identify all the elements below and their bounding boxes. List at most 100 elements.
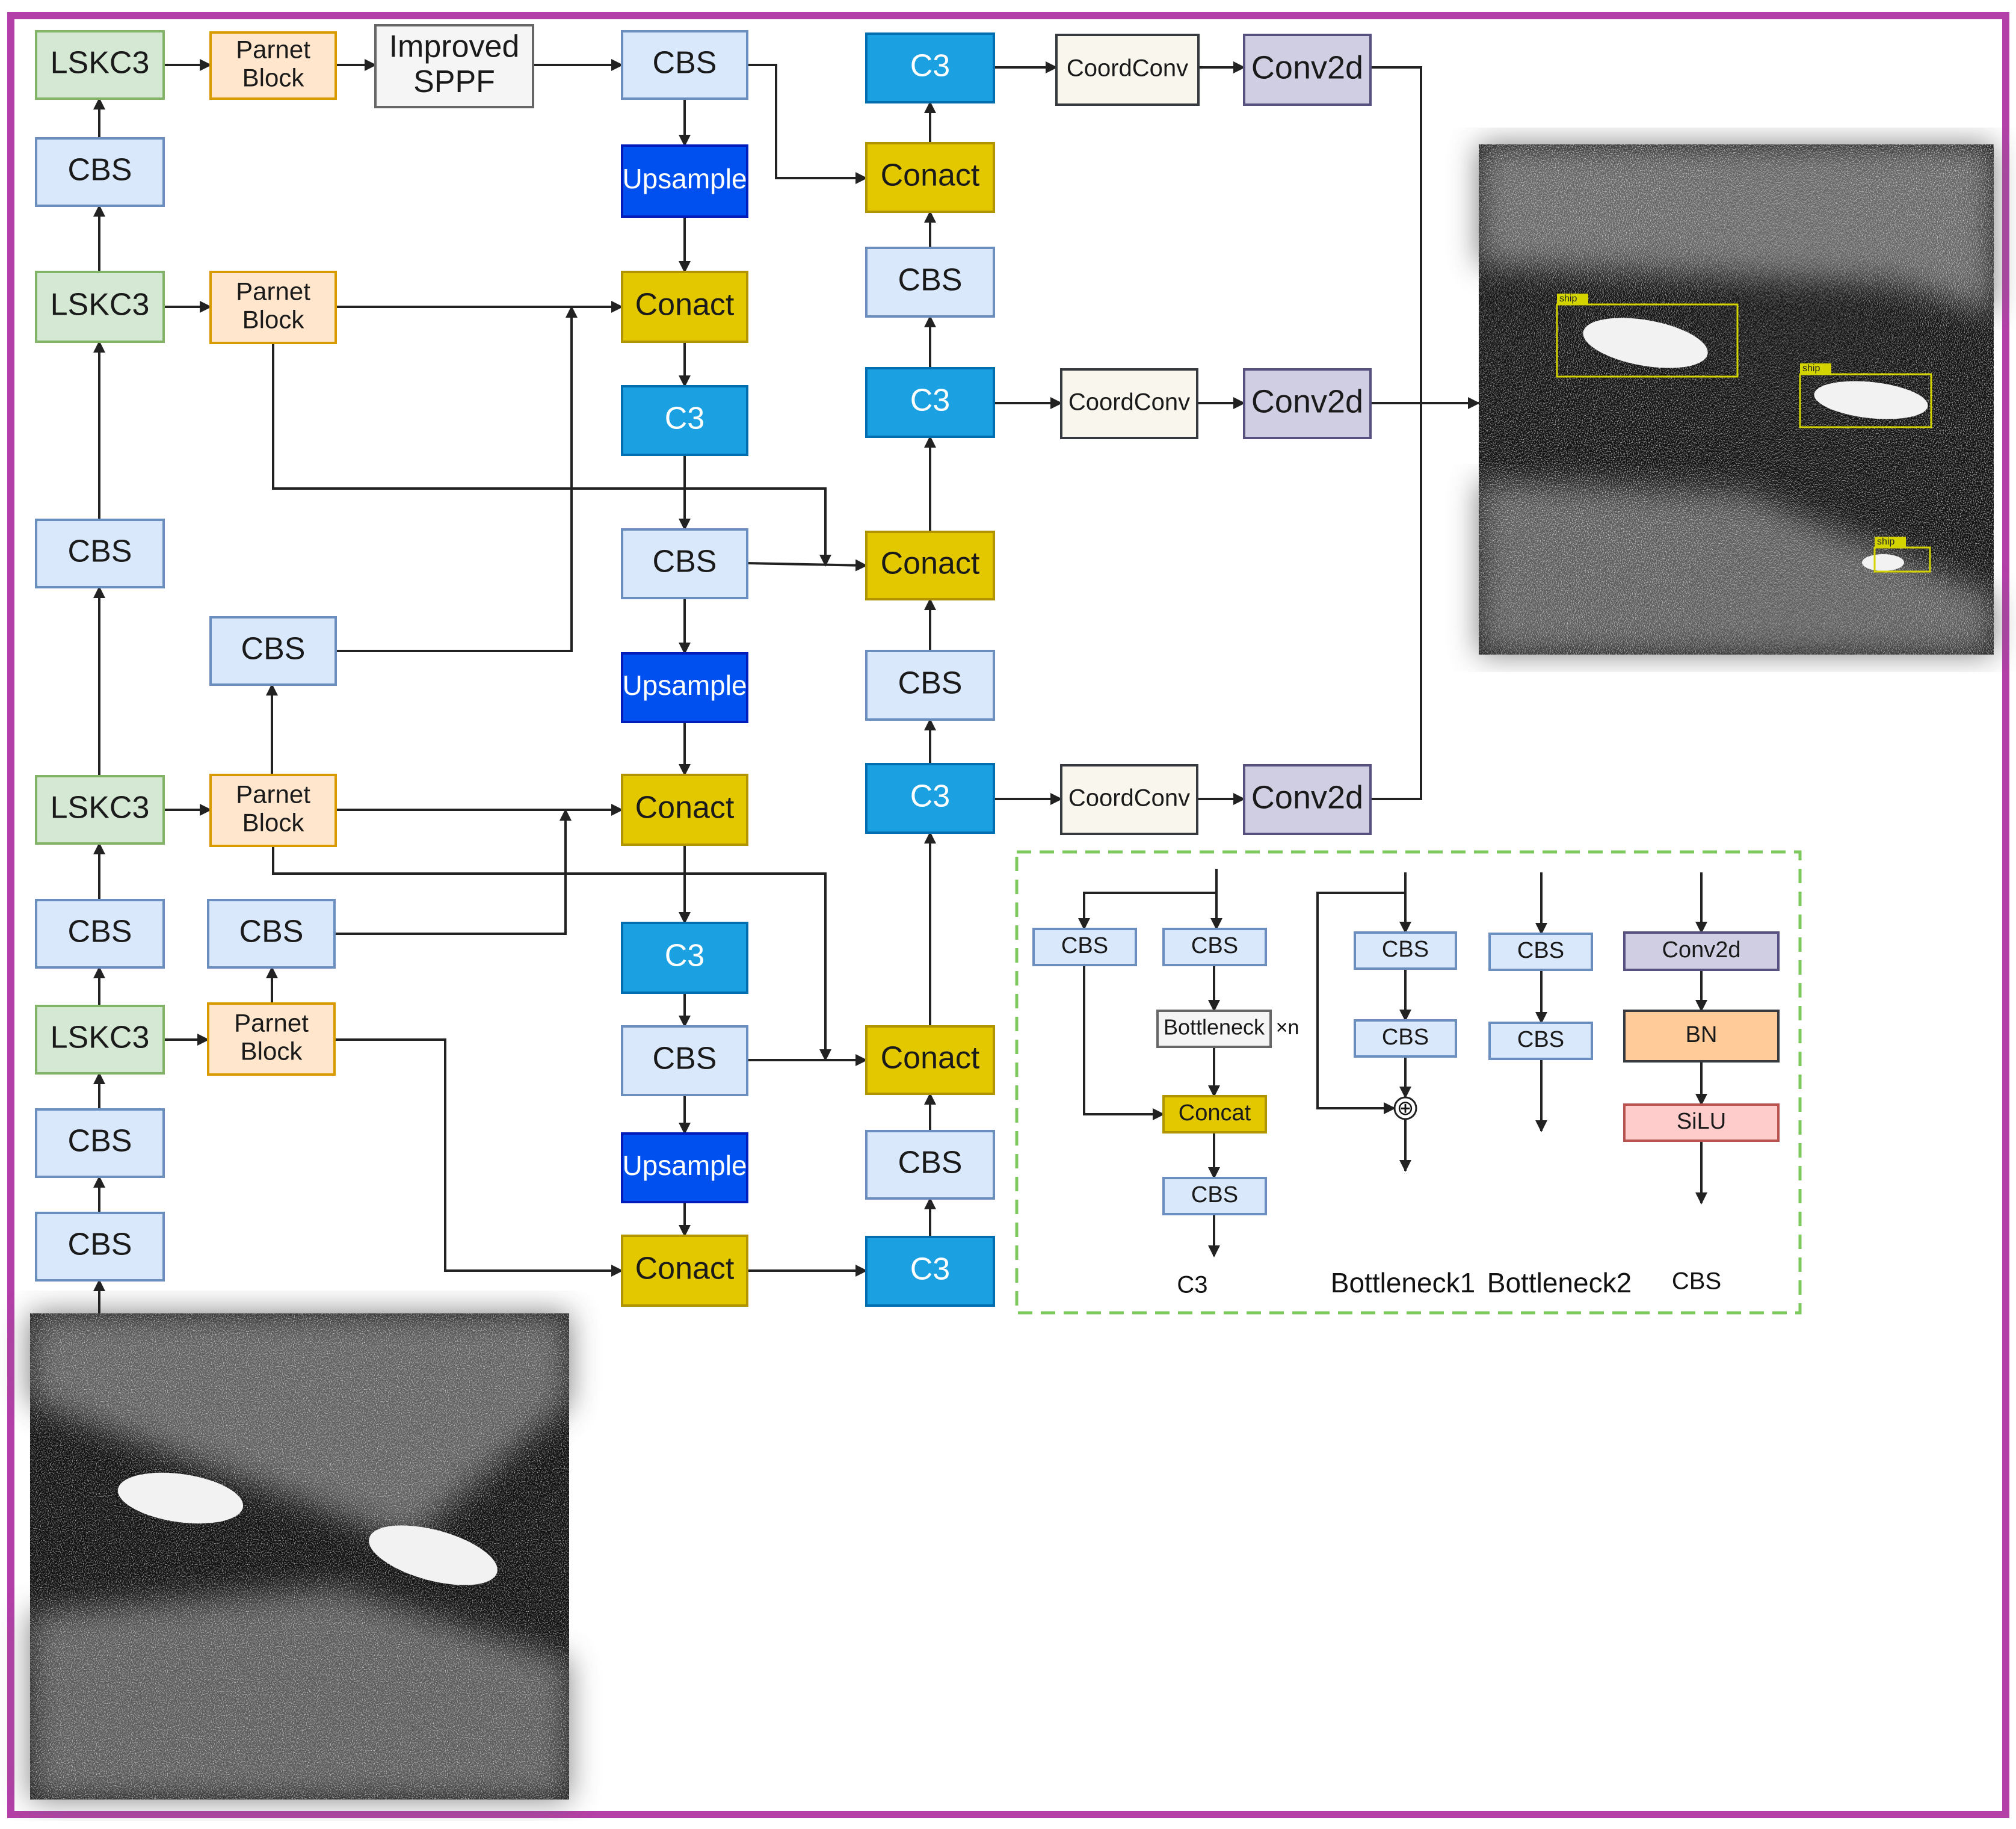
legend-b1-cbs-1: CBS — [1354, 931, 1457, 970]
upsample-node-1: Upsample — [621, 144, 748, 218]
arrow-34 — [272, 846, 831, 1061]
legend-cbs-caption: CBS — [1672, 1268, 1721, 1295]
legend-bottleneck-box: Bottleneck — [1156, 1010, 1272, 1048]
legend-c3-cbs-left-label: CBS — [1061, 933, 1108, 958]
neck-concat-3: Conact — [621, 1235, 748, 1307]
pan-c3-2-label: C3 — [910, 383, 950, 418]
output-merge-bus — [1370, 66, 1422, 800]
legend-bottleneck1-caption: Bottleneck1 — [1331, 1267, 1475, 1298]
lskc3-node-2-label: LSKC3 — [51, 288, 150, 322]
add-icon: ⊕ — [1397, 1097, 1414, 1120]
neck-concat-1-label: Conact — [635, 288, 735, 322]
legend-add-circle — [1393, 1096, 1417, 1120]
input-sar-image — [30, 1313, 569, 1800]
lskc3-node-1: LSKC3 — [35, 30, 165, 100]
lskc3-node-4-label: LSKC3 — [51, 1020, 150, 1055]
parnet-block-4-label-1: Parnet — [234, 1009, 309, 1037]
pan-concat-3: Conact — [865, 142, 995, 213]
backbone-cbs-1-label: CBS — [68, 153, 132, 188]
arrow-33 — [272, 343, 831, 567]
legend-cbs-silu-label: SiLU — [1677, 1109, 1726, 1134]
legend-cbs-conv2d-label: Conv2d — [1662, 937, 1741, 963]
lskc3-node-1-label: LSKC3 — [51, 46, 150, 81]
legend-b1-cbs-1-label: CBS — [1382, 937, 1429, 962]
backbone-cbs-5-label: CBS — [68, 1227, 132, 1262]
legend-b1-cbs-2-label: CBS — [1382, 1025, 1429, 1050]
backbone-cbs-4-label: CBS — [68, 1124, 132, 1159]
legend-bottleneck2-caption: Bottleneck2 — [1487, 1267, 1632, 1298]
neck-c3-1-label: C3 — [665, 401, 704, 436]
pan-concat-2: Conact — [865, 531, 995, 600]
upsample-node-2-label: Upsample — [622, 670, 747, 701]
neck-c3-2-label: C3 — [665, 939, 704, 973]
pan-c3-bottom-label: C3 — [910, 1252, 950, 1287]
pan-cbs-2-label: CBS — [898, 666, 963, 701]
upsample-node-3: Upsample — [621, 1132, 748, 1203]
backbone-cbs-2: CBS — [35, 519, 165, 588]
coordconv-1: CoordConv — [1055, 34, 1200, 106]
pan-c3-1-label: C3 — [910, 779, 950, 814]
parnet-block-4-label-2: Block — [241, 1037, 303, 1066]
arrow-37 — [747, 64, 868, 184]
legend-c3-concat: Concat — [1162, 1095, 1267, 1133]
pan-cbs-3-label: CBS — [898, 263, 963, 298]
lskc3-node-4: LSKC3 — [35, 1005, 165, 1075]
upsample-node-3-label: Upsample — [622, 1150, 747, 1181]
conv2d-3-label: Conv2d — [1251, 779, 1363, 815]
neck-c3-1: C3 — [621, 385, 748, 456]
conv2d-2: Conv2d — [1243, 368, 1372, 439]
neck-concat-2-label: Conact — [635, 791, 735, 825]
conv2d-1: Conv2d — [1243, 34, 1372, 106]
backbone-cbs-4: CBS — [35, 1108, 165, 1178]
conv2d-3: Conv2d — [1243, 764, 1372, 835]
legend-b1-cbs-2: CBS — [1354, 1019, 1457, 1058]
backbone-cbs-5: CBS — [35, 1212, 165, 1282]
pan-c3-3-label: C3 — [910, 49, 950, 84]
legend-c3-concat-label: Concat — [1179, 1100, 1251, 1126]
arrow-32 — [334, 1038, 623, 1277]
parnet-block-1-label-1: Parnet — [236, 35, 310, 64]
coordconv-1-label: CoordConv — [1067, 55, 1188, 82]
legend-b2-cbs-2: CBS — [1488, 1022, 1593, 1060]
parnet-cbs-a: CBS — [209, 616, 337, 686]
parnet-block-2-label-2: Block — [242, 306, 305, 334]
parnet-block-2-label-1: Parnet — [236, 277, 310, 306]
parnet-block-3-label-1: Parnet — [236, 780, 310, 809]
arrow-59 — [1083, 965, 1165, 1120]
backbone-cbs-3-label: CBS — [68, 914, 132, 949]
pan-concat-1-label: Conact — [881, 1041, 980, 1076]
coordconv-3: CoordConv — [1060, 764, 1198, 835]
pan-concat-3-label: Conact — [881, 158, 980, 193]
coordconv-3-label: CoordConv — [1068, 785, 1190, 812]
conv2d-2-label: Conv2d — [1251, 383, 1363, 419]
ship-detection-1: ship — [1556, 294, 1739, 378]
arrow-63 — [1316, 892, 1405, 1114]
node-layer: LSKC3CBSLSKC3CBSLSKC3CBSLSKC3CBSCBSParne… — [35, 24, 1780, 1307]
arrow-56 — [1078, 892, 1216, 930]
edge-layer — [93, 59, 1707, 1313]
legend-c3-cbs-right-label: CBS — [1191, 933, 1238, 958]
parnet-cbs-b-label: CBS — [239, 914, 304, 949]
neck-cbs-low: CBS — [621, 1025, 748, 1096]
parnet-cbs-b: CBS — [207, 899, 336, 969]
arrow-29 — [336, 306, 578, 652]
improved-sppf-node-label-1: Improved — [389, 29, 520, 64]
pan-c3-1: C3 — [865, 763, 995, 834]
backbone-cbs-1: CBS — [35, 137, 165, 207]
legend-c3-cbs-left: CBS — [1032, 928, 1137, 966]
bottleneck-repeat-label: ×n — [1276, 1016, 1299, 1039]
pan-c3-3: C3 — [865, 32, 995, 103]
pan-cbs-1: CBS — [865, 1130, 995, 1200]
legend-c3-caption: C3 — [1177, 1272, 1207, 1298]
backbone-cbs-3: CBS — [35, 899, 165, 969]
neck-concat-2: Conact — [621, 774, 748, 846]
ship-detection-2: ship — [1799, 363, 1932, 428]
legend-cbs-bn-label: BN — [1686, 1022, 1718, 1047]
legend-c3-cbs-right: CBS — [1162, 928, 1267, 966]
ship-detection-2-label: ship — [1802, 363, 1820, 374]
pan-cbs-3: CBS — [865, 247, 995, 318]
